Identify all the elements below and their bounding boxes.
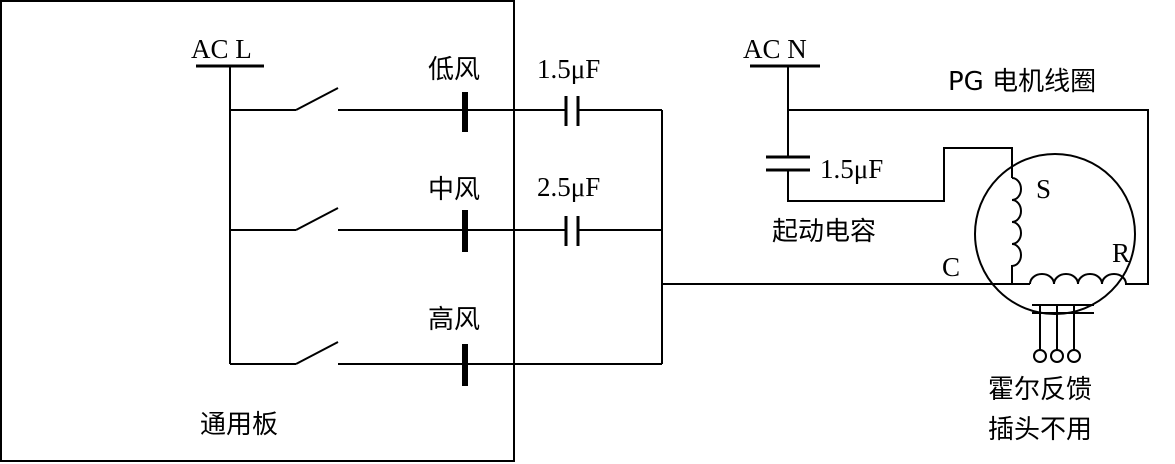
control-board-label: 通用板 — [200, 410, 278, 440]
run-winding-coil — [1029, 273, 1132, 285]
start-capacitor-value: 1.5μF — [820, 154, 883, 184]
capacitor-low-value: 1.5μF — [537, 54, 600, 84]
terminal-s-label: S — [1036, 174, 1051, 204]
speed-label-medium: 中风 — [428, 175, 480, 205]
ac-line-label: AC L — [191, 34, 252, 64]
terminal-r-label: R — [1112, 238, 1130, 268]
switch-medium-speed — [230, 207, 465, 231]
speed-label-high: 高风 — [428, 305, 480, 335]
ac-neutral-label: AC N — [743, 34, 807, 64]
start-capacitor-label: 起动电容 — [772, 217, 876, 247]
hall-feedback-label-line1: 霍尔反馈 — [988, 375, 1092, 405]
motor-outline — [974, 153, 1136, 315]
capacitor-medium-value: 2.5μF — [537, 172, 600, 202]
speed-label-low: 低风 — [428, 55, 480, 85]
switch-low-speed — [230, 87, 465, 111]
motor-title: PG 电机线圈 — [948, 67, 1096, 97]
start-winding-coil — [1011, 177, 1022, 284]
switch-high-speed — [230, 341, 465, 365]
hall-feedback-label-line2: 插头不用 — [988, 415, 1092, 445]
terminal-c-label: C — [942, 252, 960, 282]
hall-feedback-plug — [1032, 304, 1094, 363]
